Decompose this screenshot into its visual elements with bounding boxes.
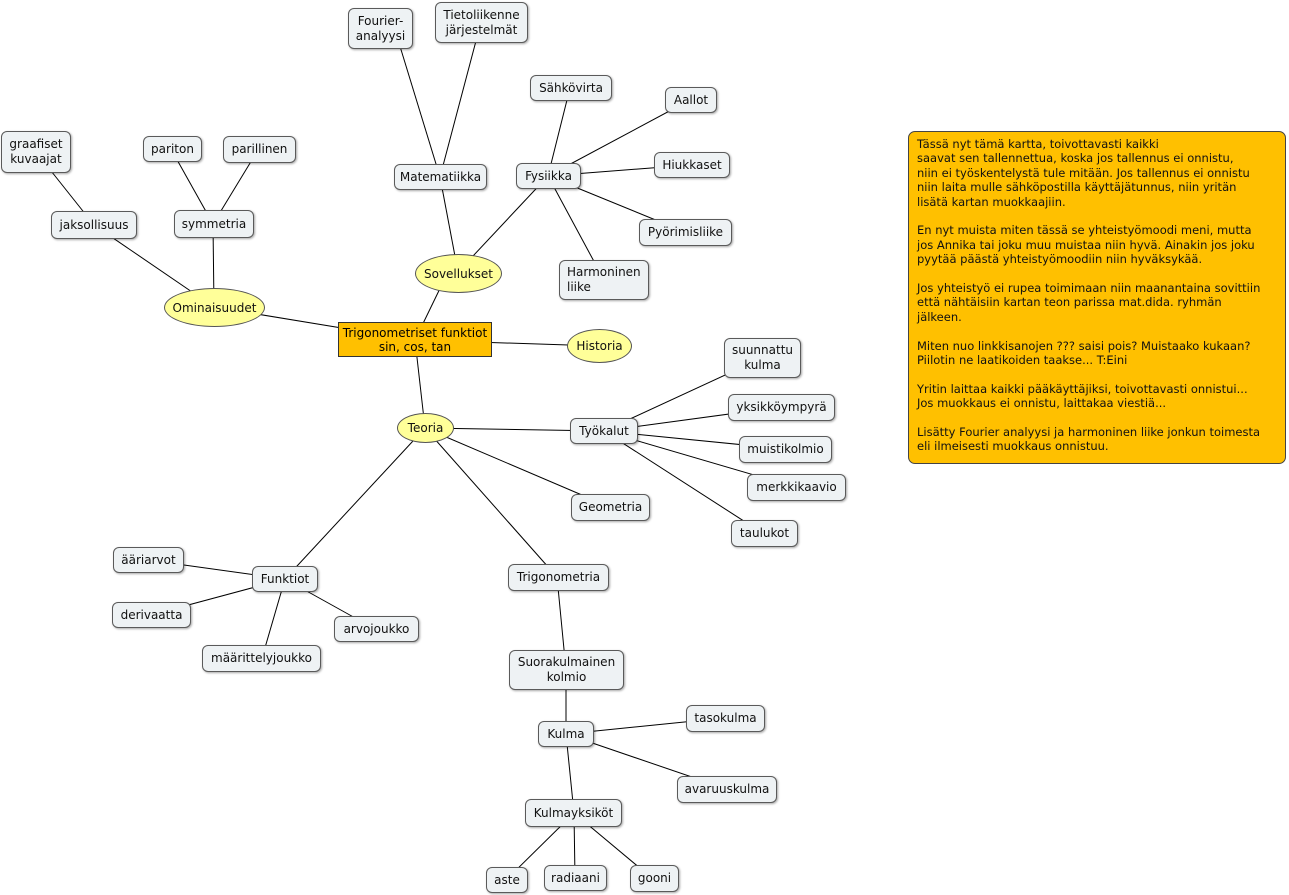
node-taulukot[interactable]: taulukot xyxy=(731,520,798,547)
note-paragraph-1: Tässä nyt tämä kartta, toivottavasti kai… xyxy=(917,137,1250,209)
node-parillinen[interactable]: parillinen xyxy=(223,136,296,163)
note-paragraph-2: En nyt muista miten tässä se yhteistyömo… xyxy=(917,223,1255,267)
node-tasokulma[interactable]: tasokulma xyxy=(686,705,765,732)
node-gooni[interactable]: gooni xyxy=(630,865,679,892)
node-graafiset-kuvaajat[interactable]: graafiset kuvaajat xyxy=(1,131,71,173)
node-arvojoukko[interactable]: arvojoukko xyxy=(334,616,419,642)
node-suunnattu-kulma[interactable]: suunnattu kulma xyxy=(724,338,801,378)
node-aste[interactable]: aste xyxy=(486,867,528,893)
node-derivaatta[interactable]: derivaatta xyxy=(112,602,191,628)
node-sahkovirta[interactable]: Sähkövirta xyxy=(530,75,612,101)
node-geometria[interactable]: Geometria xyxy=(571,494,650,521)
node-pyorimisliike[interactable]: Pyörimisliike xyxy=(639,219,732,246)
node-muistikolmio[interactable]: muistikolmio xyxy=(739,436,832,463)
node-symmetria[interactable]: symmetria xyxy=(174,210,254,238)
note-paragraph-3: Jos yhteistyö ei rupea toimimaan niin ma… xyxy=(917,281,1261,324)
node-yksikkoympyra[interactable]: yksikköympyrä xyxy=(728,394,835,421)
node-tyokalut[interactable]: Työkalut xyxy=(570,418,638,444)
node-hiukkaset[interactable]: Hiukkaset xyxy=(654,152,730,178)
node-tietoliikenne[interactable]: Tietoliikenne järjestelmät xyxy=(435,2,528,43)
node-aallot[interactable]: Aallot xyxy=(665,87,717,113)
node-fysiikka[interactable]: Fysiikka xyxy=(516,163,581,189)
node-kulmayksikot[interactable]: Kulmayksiköt xyxy=(525,799,622,827)
topic-teoria[interactable]: Teoria xyxy=(397,413,454,443)
node-funktiot[interactable]: Funktiot xyxy=(252,566,318,592)
central-topic[interactable]: Trigonometriset funktiot sin, cos, tan xyxy=(338,322,492,357)
node-merkkikaavio[interactable]: merkkikaavio xyxy=(747,474,846,501)
node-radiaani[interactable]: radiaani xyxy=(544,865,607,891)
topic-historia[interactable]: Historia xyxy=(567,329,632,363)
node-aariarvot[interactable]: ääriarvot xyxy=(113,547,184,573)
note-paragraph-6: Lisätty Fourier analyysi ja harmoninen l… xyxy=(917,425,1261,454)
node-maarittelyjoukko[interactable]: määrittelyjoukko xyxy=(202,645,321,672)
node-jaksollisuus[interactable]: jaksollisuus xyxy=(51,211,137,239)
node-avaruuskulma[interactable]: avaruuskulma xyxy=(677,776,777,803)
node-pariton[interactable]: pariton xyxy=(143,136,202,162)
node-suorakulmainen-kolmio[interactable]: Suorakulmainen kolmio xyxy=(509,650,624,690)
node-matematiikka[interactable]: Matematiikka xyxy=(394,164,487,190)
node-fourier-analyysi[interactable]: Fourier- analyysi xyxy=(348,8,413,49)
node-trigonometria[interactable]: Trigonometria xyxy=(508,564,609,591)
note-paragraph-5: Yritin laittaa kaikki pääkäyttäjiksi, to… xyxy=(917,381,1248,411)
note-paragraph-4: Miten nuo linkkisanojen ??? saisi pois? … xyxy=(917,338,1251,368)
topic-ominaisuudet[interactable]: Ominaisuudet xyxy=(164,288,265,327)
note-box[interactable]: Tässä nyt tämä kartta, toivottavasti kai… xyxy=(908,131,1286,464)
topic-sovellukset[interactable]: Sovellukset xyxy=(415,254,502,293)
node-harmoninen-liike[interactable]: Harmoninen liike xyxy=(559,260,649,300)
node-kulma[interactable]: Kulma xyxy=(538,721,594,747)
